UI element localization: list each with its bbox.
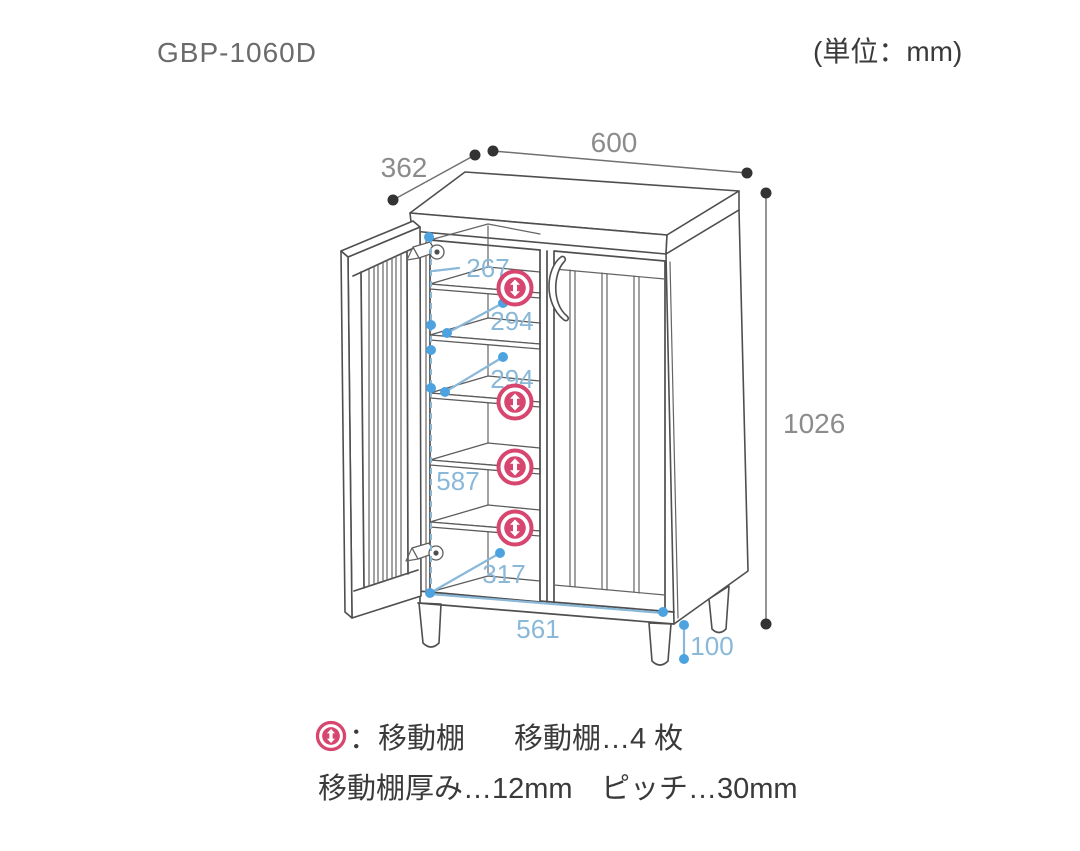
model-number-label: GBP-1060D (157, 37, 317, 68)
dim-pitch-upper-label: 294 (490, 306, 533, 336)
dim-depth-label: 362 (381, 152, 428, 183)
cabinet-side-panel (665, 209, 749, 625)
dim-height: 1026 (760, 187, 845, 630)
cabinet-top-panel (409, 171, 740, 255)
center-stile (539, 249, 548, 604)
cabinet-legs (418, 585, 730, 666)
legend-thickness-label: 移動棚厚み…12mm (318, 772, 573, 805)
dim-depth: 362 (381, 149, 481, 206)
movable-shelf-marker-icon (496, 509, 534, 547)
legend: ：移動棚 移動棚…4 枚 移動棚厚み…12mm ピッチ…30mm (315, 720, 798, 805)
dim-bottom-width-label: 561 (516, 614, 559, 644)
dim-leg-height-label: 100 (690, 631, 733, 661)
door-hinge-bottom (405, 542, 444, 562)
movable-shelf-marker-icon (496, 269, 534, 307)
interior-shelf-2 (429, 317, 541, 350)
right-door-closed (548, 250, 666, 613)
dim-width: 600 (487, 127, 753, 179)
legend-pitch-label: ピッチ…30mm (601, 773, 798, 805)
movable-shelf-marker-icon (496, 383, 534, 421)
movable-shelf-marker-icon (496, 448, 534, 486)
dim-height-label: 1026 (783, 408, 845, 439)
interior-dimensions: 267 294 294 587 317 561 100 (424, 232, 734, 664)
dim-mid-height-label: 587 (436, 466, 479, 496)
door-handle (548, 255, 570, 322)
legend-count-label: 移動棚…4 枚 (514, 722, 683, 755)
legend-marker-label: ：移動棚 (349, 722, 465, 755)
dim-bottom-depth-label: 317 (482, 559, 525, 589)
movable-shelf-legend-icon (315, 720, 347, 752)
unit-label: (単位：mm) (813, 36, 962, 67)
dim-width-label: 600 (591, 127, 638, 158)
left-door-open (340, 220, 422, 619)
